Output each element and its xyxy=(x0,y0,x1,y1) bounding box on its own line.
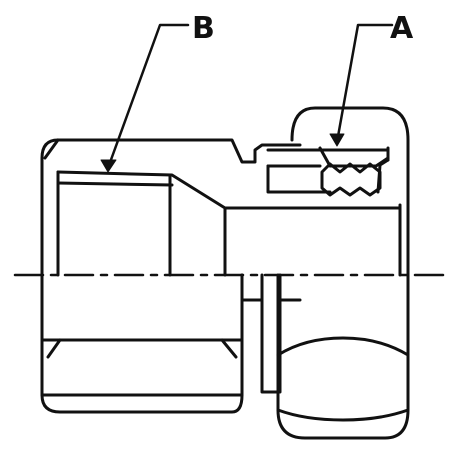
stem-and-ferrule xyxy=(240,146,390,394)
leader-arrow-b xyxy=(100,159,117,173)
threaded-bore xyxy=(56,170,402,277)
left-hex-body xyxy=(40,138,302,414)
leader-line-a xyxy=(335,23,394,144)
leader-line-b xyxy=(106,23,190,170)
leader-arrow-a xyxy=(329,133,345,147)
callout-label-b: B xyxy=(192,11,215,46)
right-hex-nut xyxy=(276,106,410,440)
callout-label-a: A xyxy=(390,11,414,46)
